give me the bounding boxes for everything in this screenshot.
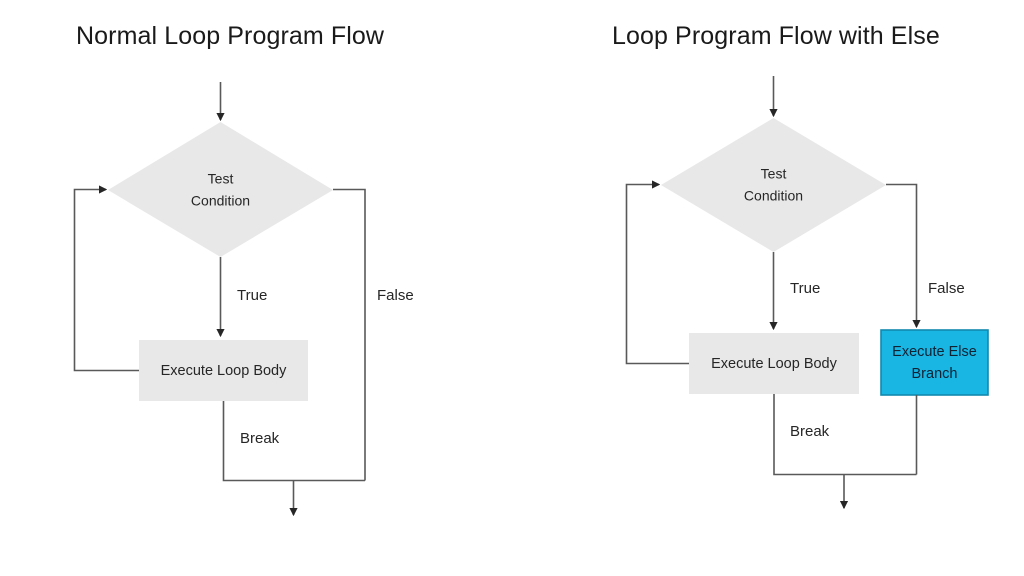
diagram-title-normal-loop: Normal Loop Program Flow — [76, 22, 385, 50]
flowchart-loop-with-else: Test Condition True Execute Loop Body Br… — [625, 76, 989, 510]
edge-label-true-left: True — [237, 287, 267, 304]
process-label-right: Execute Loop Body — [711, 356, 838, 372]
edge-false-left — [333, 188, 366, 481]
decision-label-line1-right: Test — [761, 166, 787, 182]
flowchart-normal-loop: Test Condition True Execute Loop Body Br… — [73, 82, 414, 517]
decision-node-test-condition-right — [661, 118, 886, 252]
edge-label-false-right: False — [928, 280, 965, 297]
process-label-left: Execute Loop Body — [161, 363, 288, 379]
else-label-line1: Execute Else — [892, 344, 977, 360]
edge-label-true-right: True — [790, 280, 820, 297]
else-label-line2: Branch — [912, 366, 958, 382]
edge-label-break-right: Break — [790, 423, 830, 440]
edge-false-right — [886, 183, 921, 329]
process-node-execute-loop-body-right — [689, 333, 859, 394]
process-node-execute-loop-body-left — [139, 340, 308, 401]
decision-label-line2-left: Condition — [191, 193, 250, 209]
edge-break-right — [773, 394, 917, 476]
edge-label-break-left: Break — [240, 430, 280, 447]
diagram-title-loop-with-else: Loop Program Flow with Else — [612, 22, 940, 50]
process-node-execute-else-branch — [880, 329, 989, 396]
edge-loop-back-right — [625, 180, 689, 365]
decision-label-line1-left: Test — [208, 171, 234, 187]
decision-node-test-condition-left — [108, 122, 333, 257]
decision-label-line2-right: Condition — [744, 188, 803, 204]
edge-loop-back-left — [73, 185, 139, 372]
edge-label-false-left: False — [377, 287, 414, 304]
edge-break-left — [222, 401, 365, 482]
